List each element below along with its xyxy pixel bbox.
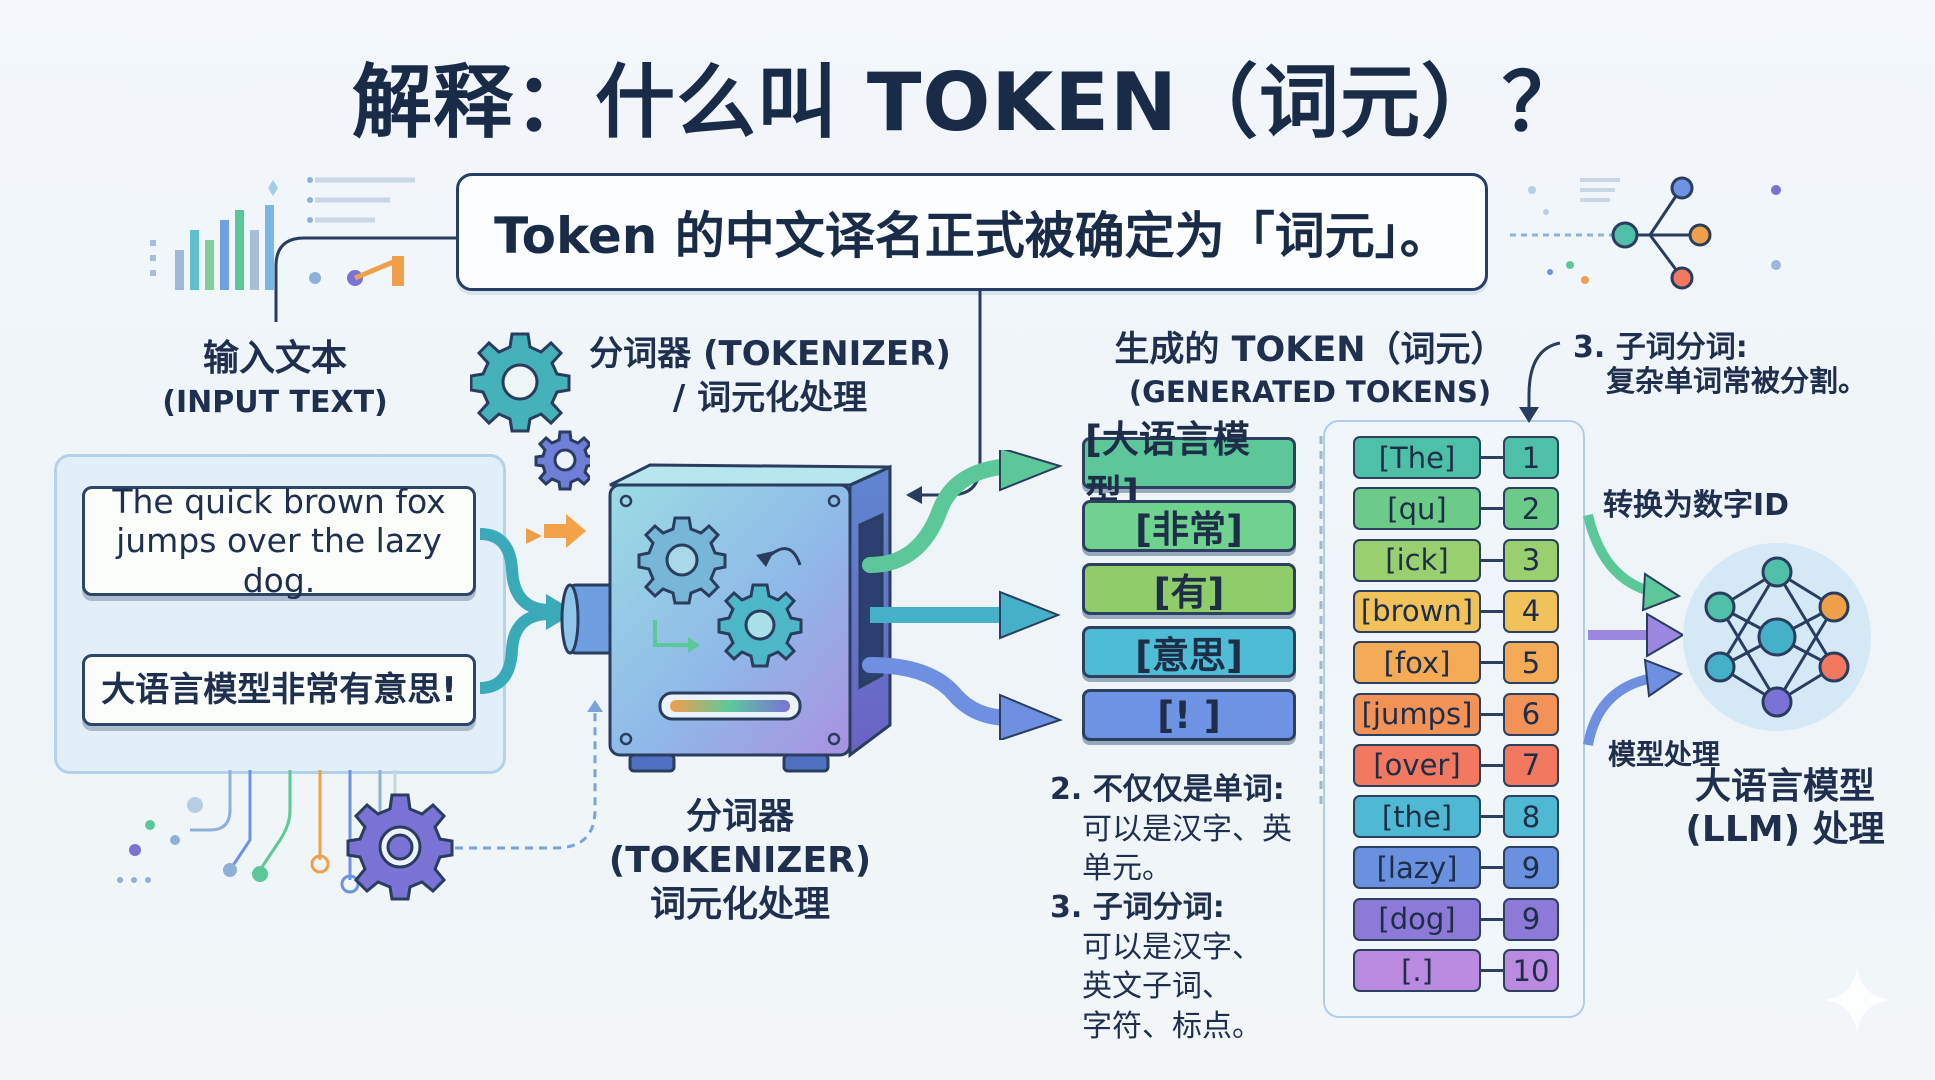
token-text: [the]	[1353, 795, 1481, 839]
token-id: 7	[1503, 743, 1559, 787]
token-text: [ick]	[1353, 538, 1481, 582]
input-subtitle: (INPUT TEXT)	[162, 384, 388, 420]
subword-desc: 复杂单词常被分割。	[1606, 364, 1868, 398]
model-process-label: 模型处理	[1608, 738, 1721, 771]
to-id-label: 转换为数字ID	[1603, 488, 1790, 523]
chinese-token-box: [意思]	[1082, 626, 1296, 678]
token-id: 5	[1503, 641, 1559, 685]
page-title: 解释：什么叫 TOKEN（词元）？	[351, 56, 1584, 149]
token-row: [jumps] 6	[1353, 692, 1568, 736]
callout-box: Token 的中文译名正式被确定为「词元」。	[456, 173, 1488, 291]
connector-line	[274, 236, 460, 322]
tokenizer-machine	[560, 463, 892, 773]
token-link	[1481, 507, 1503, 511]
note-2-title: 2. 不仅仅是单词:	[1050, 772, 1285, 807]
note-2: 2. 不仅仅是单词: 可以是汉字、英 单元。	[1050, 770, 1310, 889]
note-3-title: 3. 子词分词:	[1050, 890, 1225, 925]
token-row: [ick] 3	[1353, 538, 1568, 582]
note-2-line2: 单元。	[1082, 851, 1172, 887]
token-id: 2	[1503, 487, 1559, 531]
english-line-1: The quick brown fox	[112, 481, 446, 521]
token-link	[1481, 661, 1503, 665]
token-row: [The] 1	[1353, 436, 1568, 479]
token-link	[1481, 558, 1503, 562]
token-text: [qu]	[1353, 487, 1481, 531]
token-text: [The]	[1353, 436, 1481, 479]
token-link	[1481, 815, 1503, 819]
llm-label-line1: 大语言模型	[1694, 766, 1875, 807]
tree-network-icon	[1510, 176, 1781, 290]
token-text: [fox]	[1353, 641, 1481, 685]
token-link	[1481, 866, 1503, 870]
input-heading: 输入文本 (INPUT TEXT)	[120, 336, 430, 422]
llm-arrows	[1583, 513, 1685, 746]
token-link	[1481, 456, 1503, 459]
chinese-input-text: 大语言模型非常有意思!	[82, 654, 476, 726]
tokenizer-title: 分词器 (TOKENIZER)	[589, 334, 951, 374]
tokenizer-caption-line1: 分词器	[685, 796, 794, 837]
token-id: 3	[1503, 538, 1559, 582]
token-row: [dog] 9	[1353, 897, 1568, 941]
generated-subtitle: (GENERATED TOKENS)	[1128, 374, 1492, 409]
note-3-line2: 英文子词、	[1082, 969, 1232, 1005]
gear-icon	[470, 332, 590, 491]
english-input-text: The quick brown fox jumps over the lazy …	[82, 482, 476, 600]
token-link	[1481, 609, 1503, 613]
dashed-connector	[455, 700, 603, 850]
english-line-2: jumps over the lazy dog.	[116, 521, 442, 600]
token-text: [brown]	[1353, 589, 1481, 633]
token-row: [brown] 4	[1353, 589, 1568, 633]
note-2-line1: 可以是汉字、英	[1082, 811, 1292, 847]
token-row: [the] 8	[1353, 795, 1568, 839]
bar-chart-icon	[150, 177, 415, 290]
output-arrows	[862, 450, 1064, 740]
tokenizer-subtitle: / 词元化处理	[672, 378, 868, 419]
token-id: 9	[1503, 897, 1559, 941]
subword-title: 3. 子词分词:	[1573, 330, 1748, 365]
token-text: [.]	[1353, 949, 1481, 992]
token-row: [over] 7	[1353, 743, 1568, 787]
chinese-token-box: [非常]	[1082, 500, 1296, 552]
token-row: [.] 10	[1353, 949, 1568, 992]
token-id: 6	[1503, 692, 1559, 736]
token-id: 9	[1503, 846, 1559, 890]
dashed-divider	[1319, 436, 1323, 806]
token-row: [fox] 5	[1353, 641, 1568, 685]
tokenizer-heading: 分词器 (TOKENIZER) / 词元化处理	[580, 332, 960, 420]
token-link	[1481, 969, 1503, 972]
input-title: 输入文本	[202, 338, 347, 379]
sparkle-icon	[1824, 967, 1890, 1033]
llm-label-line2: (LLM) 处理	[1685, 809, 1885, 851]
token-link	[1481, 763, 1503, 767]
chinese-token-box: [有]	[1082, 563, 1296, 615]
gear-icon	[346, 793, 454, 901]
token-link	[1481, 917, 1503, 921]
token-link	[1481, 712, 1503, 716]
token-text: [over]	[1353, 743, 1481, 787]
chinese-token-box: [! ]	[1082, 689, 1296, 741]
note-3-line1: 可以是汉字、	[1082, 929, 1262, 965]
chinese-token-box: [大语言模型]	[1082, 418, 1296, 515]
token-text: [lazy]	[1353, 846, 1481, 890]
token-row: [lazy] 9	[1353, 846, 1568, 890]
token-id: 8	[1503, 795, 1559, 839]
tokenizer-caption: 分词器 (TOKENIZER) 词元化处理	[590, 795, 890, 927]
token-text: [jumps]	[1353, 692, 1481, 736]
arrow-icon	[544, 514, 586, 548]
tokenizer-caption-line2: (TOKENIZER)	[608, 839, 872, 881]
llm-label: 大语言模型 (LLM) 处理	[1680, 765, 1890, 851]
note-3: 3. 子词分词: 可以是汉字、 英文子词、 字符、标点。	[1050, 888, 1310, 1046]
token-id: 10	[1503, 949, 1559, 992]
token-id: 4	[1503, 589, 1559, 633]
neural-network-icon	[1683, 543, 1871, 731]
token-row: [qu] 2	[1353, 487, 1568, 531]
generated-heading: 生成的 TOKEN（词元） (GENERATED TOKENS)	[1110, 328, 1510, 411]
generated-title: 生成的 TOKEN（词元）	[1114, 330, 1506, 370]
token-text: [dog]	[1353, 897, 1481, 941]
note-3-line3: 字符、标点。	[1082, 1008, 1262, 1044]
token-id: 1	[1503, 436, 1559, 479]
tokenizer-caption-line3: 词元化处理	[649, 883, 830, 925]
subword-arrow	[1519, 341, 1561, 423]
